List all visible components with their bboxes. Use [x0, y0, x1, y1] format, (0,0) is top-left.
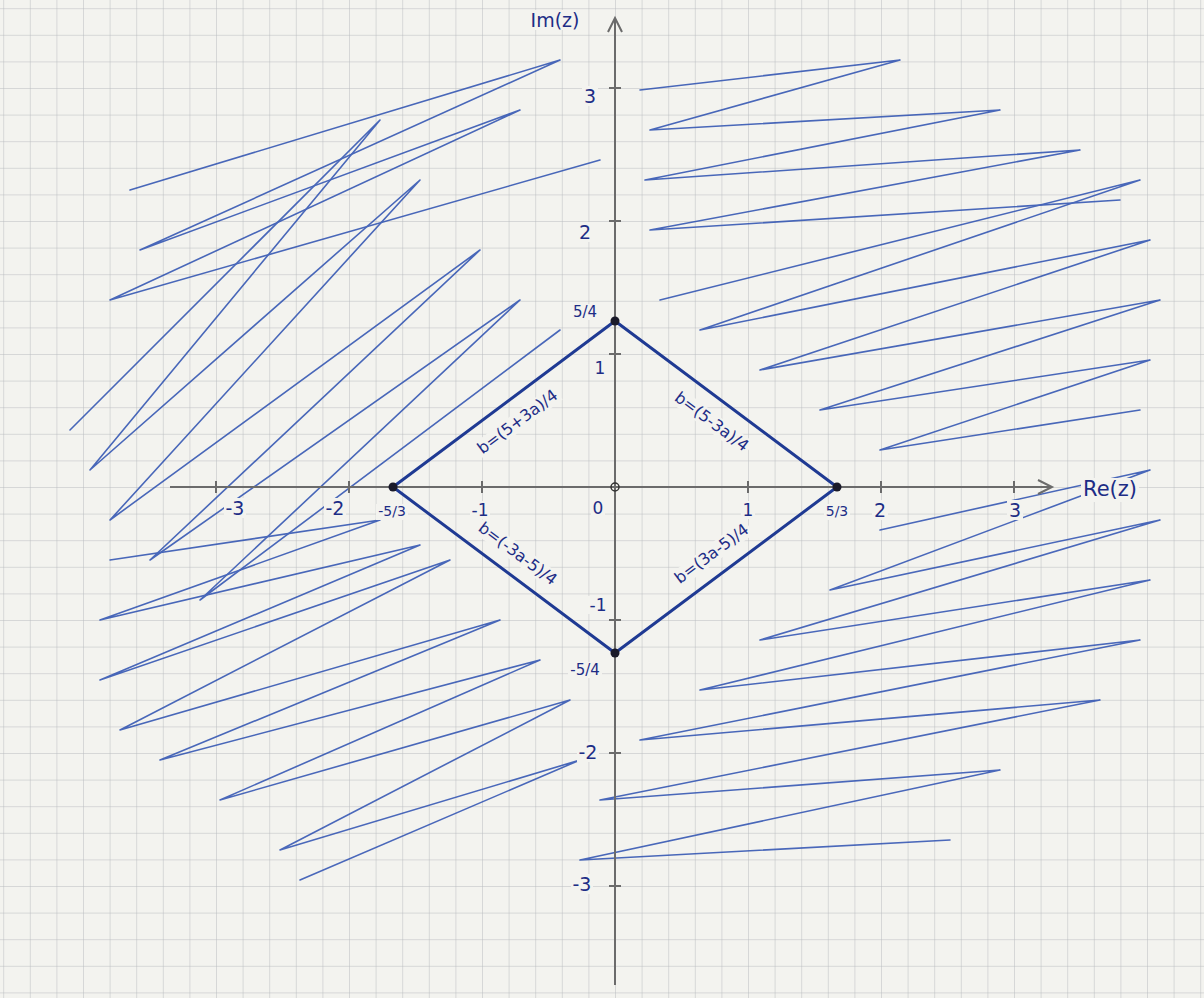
axes — [170, 18, 1052, 985]
axis-label: Re(z) — [1081, 478, 1139, 501]
tick-number: 3 — [1007, 500, 1023, 521]
tick-number: 2 — [872, 500, 888, 521]
tick-number: -3 — [224, 498, 247, 519]
tick-number: 0 — [591, 499, 606, 518]
tick-number: -5/4 — [568, 662, 602, 679]
tick-number: 5/4 — [571, 304, 599, 321]
tick-number: 3 — [582, 86, 598, 107]
tick-number: -1 — [588, 596, 609, 615]
vertex-dots — [389, 317, 842, 658]
tick-number: 2 — [577, 222, 593, 243]
tick-number: -1 — [470, 501, 491, 520]
tick-number: 1 — [741, 501, 756, 520]
axis-label: Im(z) — [529, 10, 582, 31]
rhombus-boundary — [393, 321, 837, 653]
tick-number: 1 — [593, 359, 608, 378]
tick-number: -2 — [324, 498, 347, 519]
tick-number: -2 — [577, 742, 600, 763]
tick-number: -3 — [571, 874, 594, 895]
tick-number: 5/3 — [824, 504, 851, 519]
tick-number: -5/3 — [376, 504, 408, 519]
